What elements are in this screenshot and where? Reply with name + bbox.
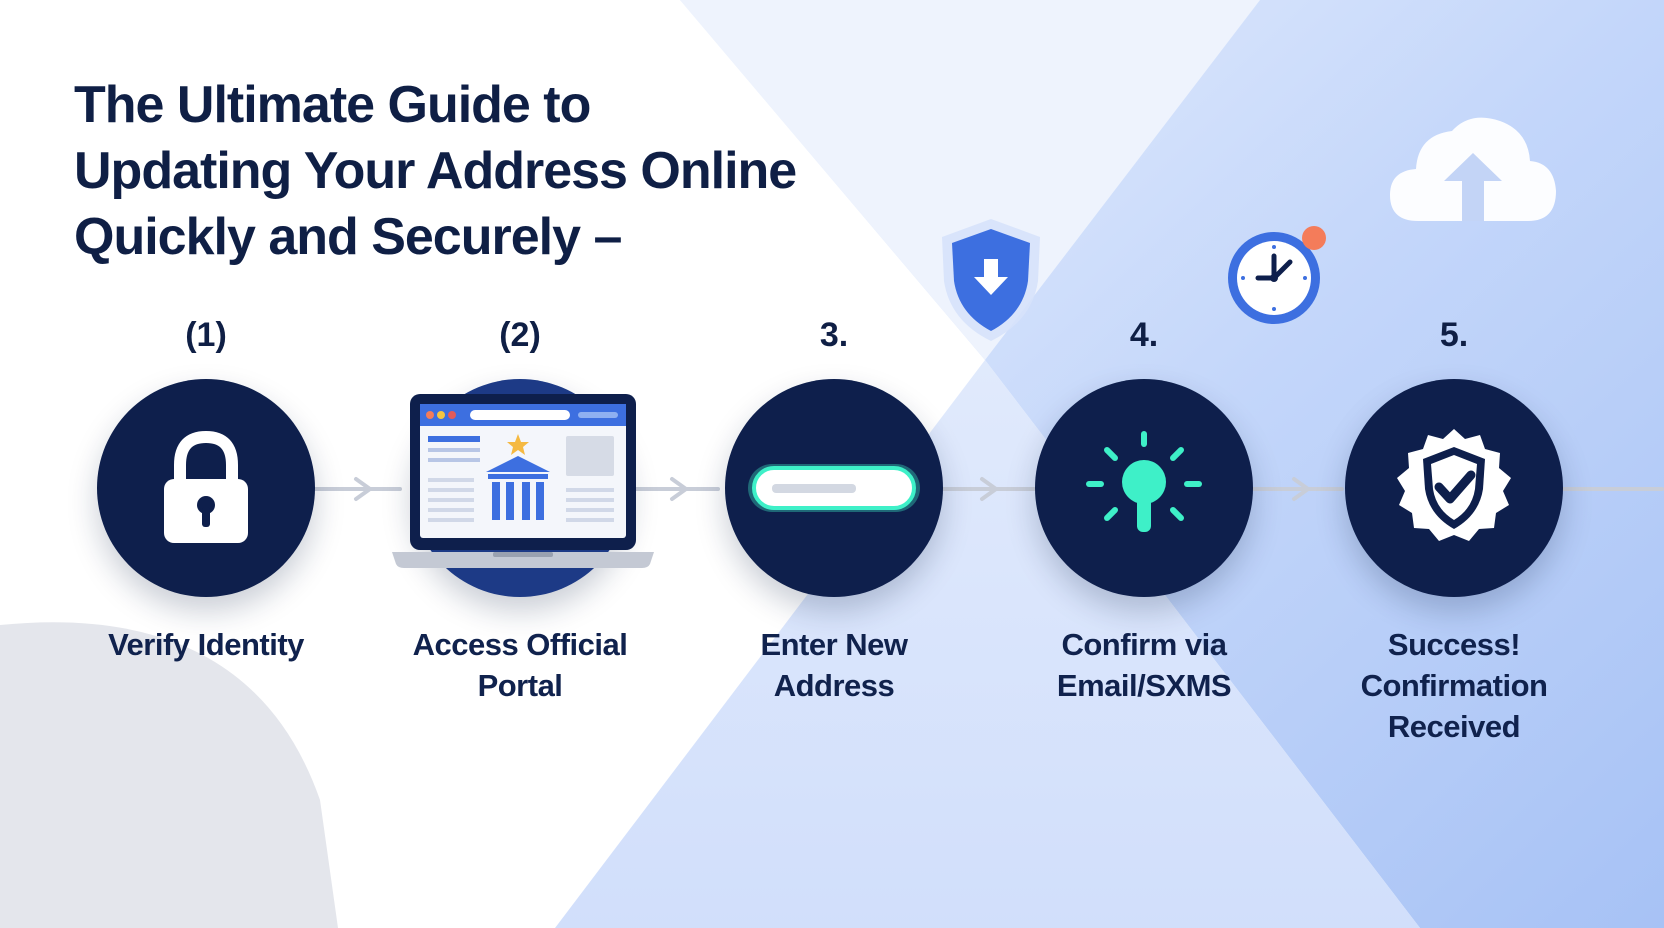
step-label: Enter New Address — [704, 624, 964, 706]
title-line-3: Quickly and Securely – — [74, 208, 622, 266]
arrow-right-icon — [980, 477, 998, 501]
cloud-upload-icon — [1390, 117, 1556, 221]
step-label-line: Enter New — [760, 627, 908, 662]
arrow-right-icon — [1292, 477, 1310, 501]
connector-line — [1554, 487, 1664, 491]
step-number: (1) — [185, 316, 227, 354]
step-label-line: Access Official — [412, 627, 628, 662]
step-label: Access Official Portal — [390, 624, 650, 706]
step-circle — [1345, 379, 1563, 597]
shield-download-icon — [942, 219, 1040, 341]
clock-icon — [1228, 226, 1326, 324]
laptop-portal-icon — [392, 394, 654, 568]
arrow-right-icon — [670, 477, 688, 501]
step-circle — [725, 379, 943, 597]
step-circle — [1035, 379, 1253, 597]
connector-line — [930, 487, 1036, 491]
padlock-icon — [164, 430, 248, 543]
step-number: (2) — [499, 316, 541, 354]
step-label-line: Success! — [1387, 627, 1521, 662]
arrow-right-icon — [354, 477, 372, 501]
gray-blob — [0, 622, 338, 928]
step-number: 4. — [1129, 316, 1159, 354]
lightbulb-icon — [1086, 431, 1202, 532]
step-label-line: Received — [1387, 709, 1521, 744]
step-label: Verify Identity — [76, 624, 336, 665]
input-field-icon — [748, 464, 920, 512]
step-number: 5. — [1439, 316, 1469, 354]
step-label: Success! Confirmation Received — [1324, 624, 1584, 747]
step-label-line: Confirmation — [1360, 668, 1548, 703]
step-label-line: Portal — [477, 668, 563, 703]
step-number: 3. — [819, 316, 849, 354]
connector-line — [312, 487, 402, 491]
connector-line — [620, 487, 720, 491]
step-label-line: Email/SXMS — [1056, 668, 1232, 703]
badge-check-icon — [1397, 429, 1511, 541]
step-label-line: Address — [773, 668, 895, 703]
step-label-line: Confirm via — [1061, 627, 1227, 662]
page-title: The Ultimate Guide to Updating Your Addr… — [74, 72, 894, 270]
title-line-2: Updating Your Address Online — [74, 142, 797, 200]
step-label-line: Verify Identity — [108, 627, 304, 662]
step-label: Confirm via Email/SXMS — [1014, 624, 1274, 706]
connector-line — [1244, 487, 1344, 491]
title-line-1: The Ultimate Guide to — [74, 76, 591, 134]
step-circle — [97, 379, 315, 597]
